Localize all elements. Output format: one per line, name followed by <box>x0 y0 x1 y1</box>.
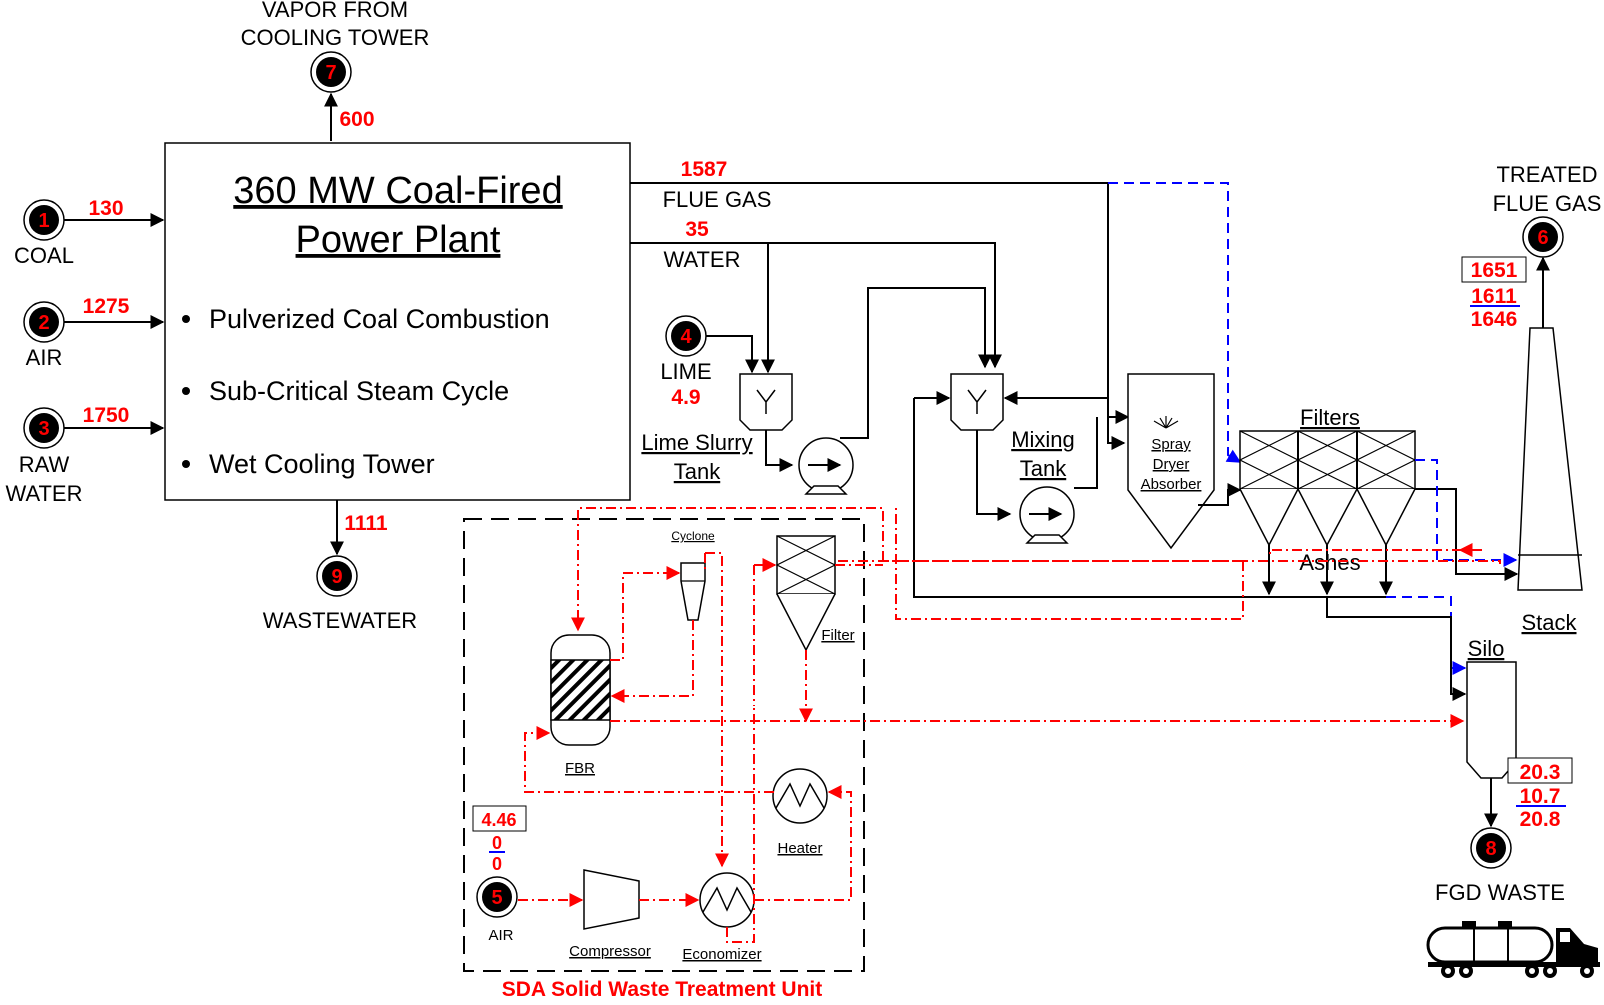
silo-value-3: 20.8 <box>1520 808 1561 831</box>
lime-slurry-tank: Lime Slurry Tank <box>641 373 794 484</box>
mixing-tank-label-line1: Mixing <box>1011 427 1075 452</box>
spray-dryer-label-line1: Spray <box>1151 436 1191 453</box>
stream-9-wastewater: 1111 9 WASTEWATER <box>263 500 417 633</box>
svg-text:8: 8 <box>1485 838 1496 860</box>
stream-4-label: LIME <box>660 359 711 384</box>
water-label: WATER <box>664 247 741 272</box>
stream-4-lime: 4 LIME 4.9 <box>660 315 759 409</box>
silo: Silo 20.3 10.7 20.8 <box>1466 636 1573 831</box>
stream-3-label-line1: RAW <box>19 452 70 477</box>
bullet-icon <box>182 315 190 323</box>
silo-label: Silo <box>1468 636 1505 661</box>
fbr-reactor: FBR <box>550 634 611 777</box>
mixing-tank-label-line2: Tank <box>1020 456 1067 481</box>
stream-7-value: 600 <box>339 108 374 131</box>
fbr-label: FBR <box>565 760 595 777</box>
economizer: Economizer <box>682 872 762 963</box>
air-value-3: 0 <box>492 854 502 874</box>
stream-1-coal: 1 COAL 130 <box>14 197 165 268</box>
stream-7-label-line1: VAPOR FROM <box>262 0 408 22</box>
lime-slurry-tank-label-line1: Lime Slurry <box>641 430 752 455</box>
stack: Stack <box>1517 256 1583 635</box>
stream-1-label: COAL <box>14 243 74 268</box>
bullet-icon <box>182 460 190 468</box>
cyclone-label: Cyclone <box>671 529 715 543</box>
stream-9-label: WASTEWATER <box>263 608 417 633</box>
silo-value-2: 10.7 <box>1520 785 1561 808</box>
spray-dryer-absorber: Spray Dryer Absorber <box>1127 373 1242 550</box>
sda-unit-label: SDA Solid Waste Treatment Unit <box>502 978 823 1001</box>
spray-dryer-label-line2: Dryer <box>1153 456 1190 473</box>
flue-gas-label: FLUE GAS <box>663 187 772 212</box>
compressor-label: Compressor <box>569 943 651 960</box>
power-plant-block: 360 MW Coal-Fired Power Plant Pulverized… <box>164 142 631 501</box>
stream-7-label-line2: COOLING TOWER <box>241 25 430 50</box>
heater: Heater <box>772 768 828 857</box>
plant-bullet-3: Wet Cooling Tower <box>209 449 435 479</box>
stream-6-treated-flue-gas: TREATED FLUE GAS 6 1651 1611 1646 <box>1461 162 1602 331</box>
ashes-label: Ashes <box>1299 550 1360 575</box>
water-line: 35 WATER <box>630 218 1002 374</box>
mixing-pump <box>1019 417 1098 544</box>
svg-text:6: 6 <box>1537 227 1548 249</box>
cyclone: Cyclone <box>671 529 715 621</box>
stream-5-label: AIR <box>488 927 513 944</box>
plant-title-line2: Power Plant <box>296 219 501 261</box>
stream-6-label-line1: TREATED <box>1496 162 1597 187</box>
silo-value-1: 20.3 <box>1520 761 1561 784</box>
water-value: 35 <box>685 218 709 241</box>
heater-label: Heater <box>777 840 822 857</box>
stream-6-label-line2: FLUE GAS <box>1493 191 1602 216</box>
stream-3-label-line2: WATER <box>6 481 83 506</box>
flue-gas-value: 1587 <box>681 158 728 181</box>
stream-8-label: FGD WASTE <box>1435 880 1565 905</box>
stream-8-fgd-waste: 8 FGD WASTE <box>1435 827 1565 905</box>
stream-7-vapor: VAPOR FROM COOLING TOWER 7 600 <box>241 0 430 141</box>
stream-1-value: 130 <box>88 197 123 220</box>
stack-value-3: 1646 <box>1471 308 1518 331</box>
lime-slurry-tank-label-line2: Tank <box>674 459 721 484</box>
flue-gas-line: 1587 FLUE GAS <box>630 158 1242 463</box>
stream-2-value: 1275 <box>83 295 130 318</box>
svg-text:7: 7 <box>325 62 336 84</box>
ash-recycle-line <box>913 398 1467 701</box>
unit-filter-label: Filter <box>821 627 854 644</box>
svg-text:2: 2 <box>38 312 49 334</box>
air-value-2: 0 <box>492 833 502 853</box>
unit-filter: Filter <box>775 535 855 652</box>
plant-bullet-1: Pulverized Coal Combustion <box>209 304 550 334</box>
stream-2-air: 2 AIR 1275 <box>23 295 165 370</box>
stream-3-raw-water: 3 RAW WATER 1750 <box>6 404 165 506</box>
air-value-1: 4.46 <box>481 810 516 830</box>
plant-bullet-2: Sub-Critical Steam Cycle <box>209 376 509 406</box>
svg-text:5: 5 <box>491 887 502 909</box>
spray-dryer-label-line3: Absorber <box>1141 476 1202 493</box>
economizer-label: Economizer <box>682 946 761 963</box>
compressor: Compressor <box>569 869 651 960</box>
mixing-tank: Mixing Tank <box>914 373 1075 521</box>
svg-text:1: 1 <box>38 210 49 232</box>
slurry-pump <box>798 287 992 495</box>
stream-2-label: AIR <box>26 345 63 370</box>
svg-text:3: 3 <box>38 418 49 440</box>
filters-label: Filters <box>1300 405 1360 430</box>
svg-text:9: 9 <box>331 566 342 588</box>
svg-text:4: 4 <box>680 326 692 348</box>
sda-treatment-unit: SDA Solid Waste Treatment Unit FBR Cyclo… <box>463 507 1501 1001</box>
bullet-icon <box>182 387 190 395</box>
stream-9-value: 1111 <box>344 512 388 535</box>
tanker-truck-icon <box>1426 921 1600 978</box>
plant-title-line1: 360 MW Coal-Fired <box>233 170 562 212</box>
filters-bank: Filters Ashes <box>1238 405 1519 675</box>
stack-value-1: 1651 <box>1471 259 1518 282</box>
stream-4-value: 4.9 <box>671 386 700 409</box>
stack-label: Stack <box>1521 610 1577 635</box>
stream-5-air: 4.46 0 0 5 AIR <box>472 805 527 944</box>
stream-3-value: 1750 <box>83 404 130 427</box>
stack-value-2: 1611 <box>1471 285 1517 308</box>
